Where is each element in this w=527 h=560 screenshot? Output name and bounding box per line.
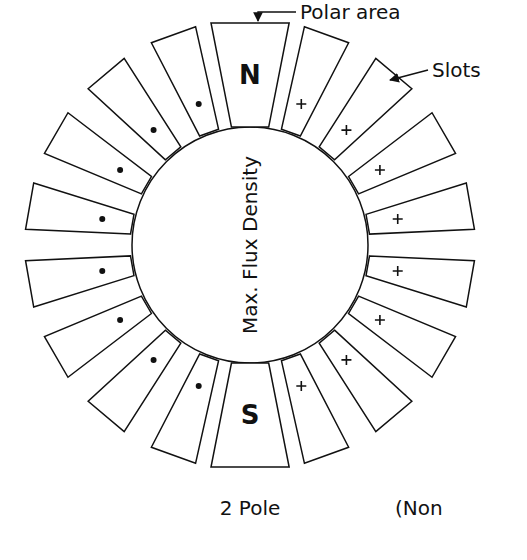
magnet-pole: N [209, 21, 291, 129]
current-out-symbol [151, 357, 157, 363]
axis-label: Max. Flux Density [239, 156, 261, 334]
current-in-symbol [341, 355, 351, 365]
leader-line [258, 12, 296, 21]
pole-shape [211, 23, 289, 127]
stator-slot [366, 183, 474, 234]
current-in-symbol [375, 165, 385, 175]
current-out-symbol [196, 383, 202, 389]
stator-slot [44, 296, 151, 377]
magnet-pole: S [209, 361, 291, 469]
pole-letter: S [241, 401, 260, 429]
current-in-symbol [296, 99, 306, 109]
current-out-symbol [99, 268, 105, 274]
stator-slot [26, 256, 134, 307]
current-out-symbol [117, 167, 123, 173]
current-out-symbol [151, 127, 157, 133]
current-in-symbol [393, 266, 403, 276]
current-in-symbol [375, 315, 385, 325]
current-out-symbol [117, 317, 123, 323]
current-out-symbol [99, 216, 105, 222]
callout-label: Polar area [300, 1, 401, 23]
note-label: (Non [395, 497, 443, 519]
stator-slot [349, 113, 456, 194]
stator-slot [281, 354, 348, 463]
callout-label: Slots [432, 59, 481, 81]
current-in-symbol [393, 214, 403, 224]
stator-slot [366, 256, 474, 307]
current-in-symbol [341, 125, 351, 135]
stator-slot [26, 183, 134, 234]
current-out-symbol [196, 101, 202, 107]
leader-line [390, 70, 428, 80]
pole-letter: N [239, 61, 261, 89]
current-in-symbol [296, 381, 306, 391]
caption-label: 2 Pole [220, 497, 281, 519]
pole-shape [211, 363, 289, 467]
stator-slot [151, 27, 218, 136]
bore-circle [132, 127, 368, 363]
